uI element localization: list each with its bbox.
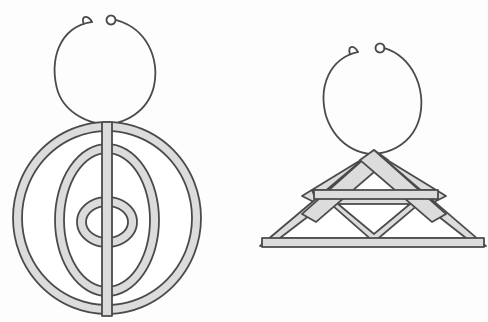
- right-loop: [324, 44, 422, 155]
- right-cross-band: [314, 190, 438, 199]
- right-base-band: [262, 238, 484, 247]
